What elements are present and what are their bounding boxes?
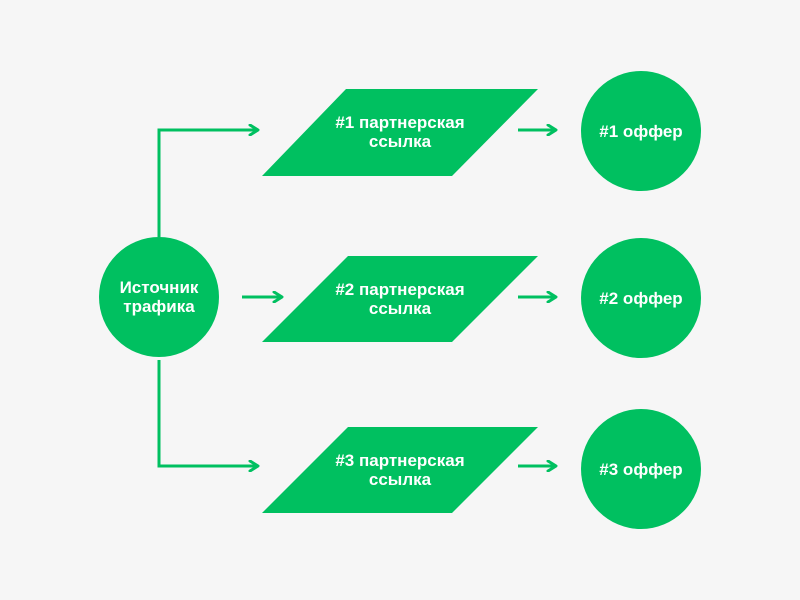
offer-1-node <box>581 71 701 191</box>
connector-source-to-link-3 <box>157 360 258 466</box>
offer-3-node <box>581 409 701 529</box>
offer-2-node <box>581 238 701 358</box>
traffic-source-node <box>99 237 219 357</box>
partner-link-3-node <box>262 427 538 513</box>
partner-link-2-node <box>262 256 538 342</box>
connector-source-to-link-1 <box>157 130 258 237</box>
partner-link-1-node <box>262 89 538 176</box>
